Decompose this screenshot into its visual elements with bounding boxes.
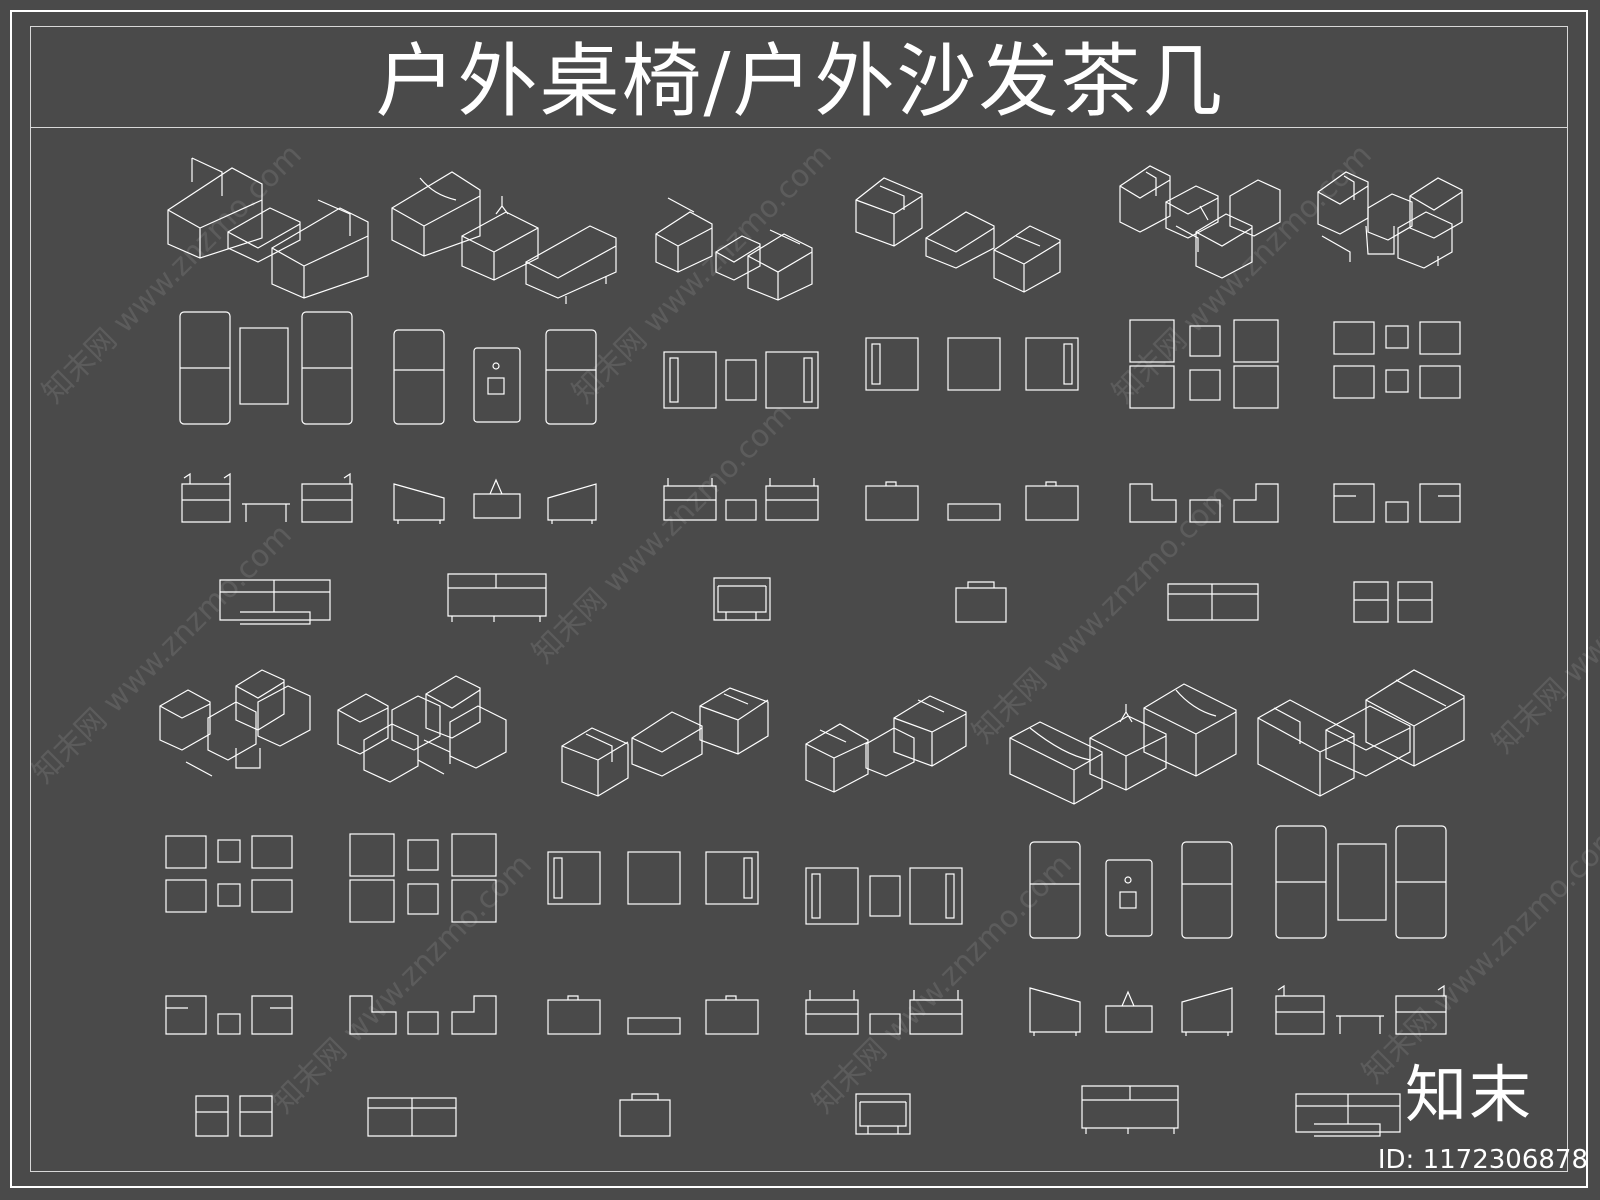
elevation-set-2: [393, 478, 597, 524]
long-elevation-row-1: [219, 573, 1433, 625]
plan-set-1: [179, 311, 353, 425]
plan-set-9: [547, 851, 759, 905]
elevation-set-5: [1129, 483, 1279, 523]
elevation-set-6: [1333, 483, 1461, 523]
id-label: ID: 1172306878: [1377, 1145, 1588, 1175]
elevation-set-11: [1029, 987, 1233, 1036]
plan-set-2: [393, 329, 597, 425]
elevation-set-10: [805, 990, 963, 1035]
plan-set-6: [1333, 321, 1461, 399]
elevation-set-3: [663, 478, 819, 521]
drawing-inner-frame: [30, 26, 1568, 1172]
plan-set-5: [1129, 319, 1279, 409]
plan-set-11: [1029, 841, 1233, 939]
iso-sofa-set-12: [1257, 669, 1465, 797]
elevation-set-8: [349, 995, 497, 1035]
plan-set-8: [349, 833, 497, 923]
title-divider: [30, 127, 1568, 128]
plan-set-7: [165, 835, 293, 913]
brand-logo-text: 知末: [1405, 1058, 1534, 1131]
elevation-set-12: [1275, 984, 1447, 1035]
drawing-sheet-border: [10, 10, 1588, 1188]
elevation-set-9: [547, 995, 759, 1035]
plan-set-3: [663, 351, 819, 409]
elevation-set-4: [865, 481, 1079, 521]
elevation-set-1: [181, 472, 353, 523]
long-elevation-row-2: [195, 1085, 1401, 1137]
iso-sofa-set-11: [1009, 683, 1237, 805]
iso-dining-set-5: [1119, 165, 1281, 279]
plan-set-12: [1275, 825, 1447, 939]
elevation-set-7: [165, 995, 293, 1035]
iso-dining-set-8: [337, 675, 507, 783]
iso-sofa-set-2: [391, 171, 617, 304]
iso-dining-set-7: [159, 669, 311, 777]
iso-chair-set-4: [855, 177, 1061, 293]
iso-chair-set-9: [561, 687, 769, 797]
iso-sofa-set-1: [167, 157, 369, 299]
page-title: 户外桌椅/户外沙发茶几: [375, 35, 1225, 128]
plan-set-10: [805, 867, 963, 925]
plan-set-4: [865, 337, 1079, 391]
iso-chair-set-3: [655, 197, 813, 301]
iso-chair-set-10: [805, 695, 967, 793]
iso-dining-set-6: [1317, 171, 1463, 269]
